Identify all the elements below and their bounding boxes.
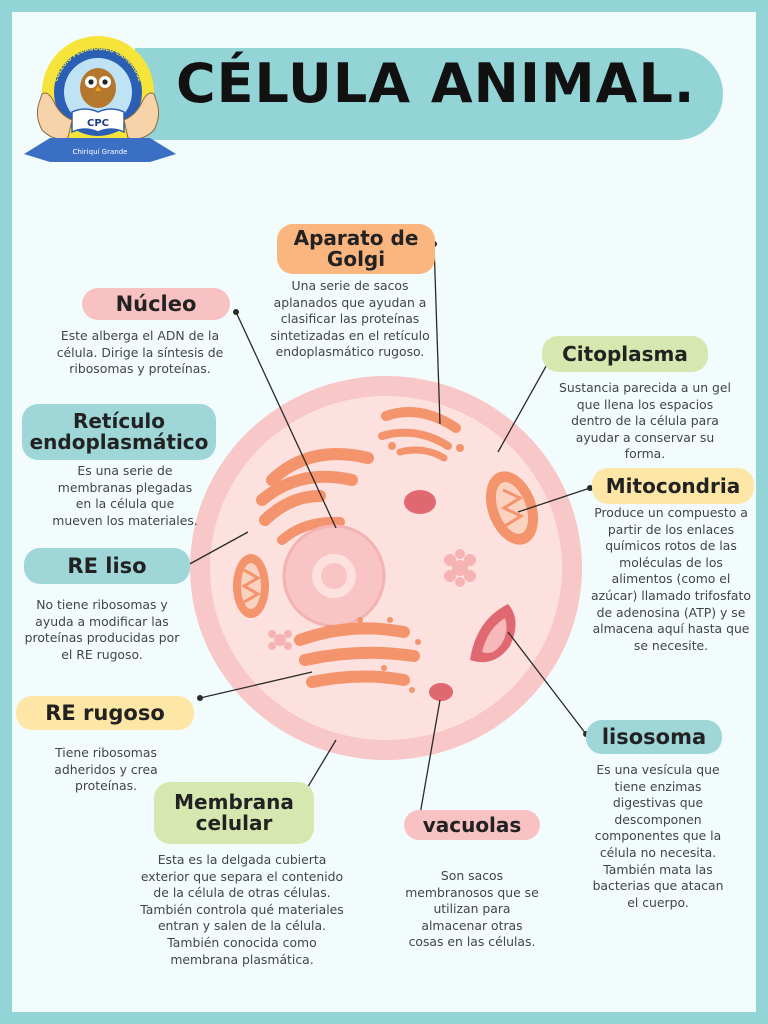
rough-er [294, 617, 421, 693]
label-lisosoma: lisosoma [586, 720, 722, 754]
label-re-liso: RE liso [24, 548, 190, 584]
label-mitocondria: Mitocondria [592, 468, 754, 504]
page-title: CÉLULA ANIMAL. [176, 52, 696, 115]
left-hand-icon [36, 92, 73, 140]
vacuole [429, 683, 453, 701]
desc-reticulo: Es una serie de membranas plegadas en la… [52, 463, 198, 528]
centriole-small [268, 630, 292, 650]
golgi-apparatus [378, 407, 464, 462]
desc-vacuolas: Son sacos membranosos que se utilizan pa… [405, 868, 539, 950]
desc-re-rugoso: Tiene ribosomas adheridos y crea proteín… [54, 745, 158, 794]
label-membrana-text: Membrana celular [174, 790, 294, 835]
desc-mitocondria: Produce un compuesto a partir de los enl… [591, 505, 751, 653]
title-banner [135, 48, 723, 140]
desc-membrana: Esta es la delgada cubierta exterior que… [140, 852, 344, 967]
label-nucleo-text: Núcleo [115, 291, 197, 316]
label-citoplasma: Citoplasma [542, 336, 708, 372]
desc-golgi: Una serie de sacos aplanados que ayudan … [270, 278, 430, 360]
mitochondrion-right [485, 471, 539, 545]
label-vacuolas-text: vacuolas [422, 812, 522, 837]
label-nucleo: Núcleo [82, 288, 230, 320]
leader-lines [185, 243, 591, 827]
book-icon [71, 108, 125, 134]
school-logo: CPC Chiriquí Grande COLEGIO PEDAGÓGICO C… [24, 36, 176, 162]
desc-re-liso: No tiene ribosomas y ayuda a modificar l… [24, 597, 180, 662]
label-lisosoma-text: lisosoma [601, 724, 707, 749]
mitochondrion-left [233, 554, 269, 618]
right-hand-icon [123, 92, 160, 140]
endoplasmic-reticulum [256, 448, 374, 545]
label-membrana: Membrana celular [154, 782, 314, 844]
label-re-rugoso-text: RE rugoso [45, 700, 165, 725]
label-re-liso-text: RE liso [67, 553, 147, 578]
label-citoplasma-text: Citoplasma [562, 341, 688, 366]
desc-nucleo: Este alberga el ADN de la célula. Dirige… [56, 328, 224, 377]
desc-citoplasma: Sustancia parecida a un gel que llena lo… [559, 380, 731, 462]
nucleus [282, 524, 386, 628]
vesicle [404, 490, 436, 514]
centriole [444, 549, 476, 587]
label-golgi-text: Aparato de Golgi [293, 226, 419, 271]
label-mitocondria-text: Mitocondria [605, 473, 741, 498]
label-golgi: Aparato de Golgi [277, 224, 435, 274]
label-reticulo-text: Retículo endoplasmático [29, 409, 209, 454]
logo-book-text: CPC [87, 118, 109, 129]
logo-ribbon [24, 138, 176, 162]
desc-lisosoma: Es una vesícula que tiene enzimas digest… [592, 762, 724, 910]
logo-ribbon-text: Chiriquí Grande [73, 148, 128, 156]
label-reticulo: Retículo endoplasmático [22, 404, 216, 460]
label-vacuolas: vacuolas [404, 810, 540, 840]
lysosome [470, 604, 516, 663]
label-re-rugoso: RE rugoso [16, 696, 194, 730]
